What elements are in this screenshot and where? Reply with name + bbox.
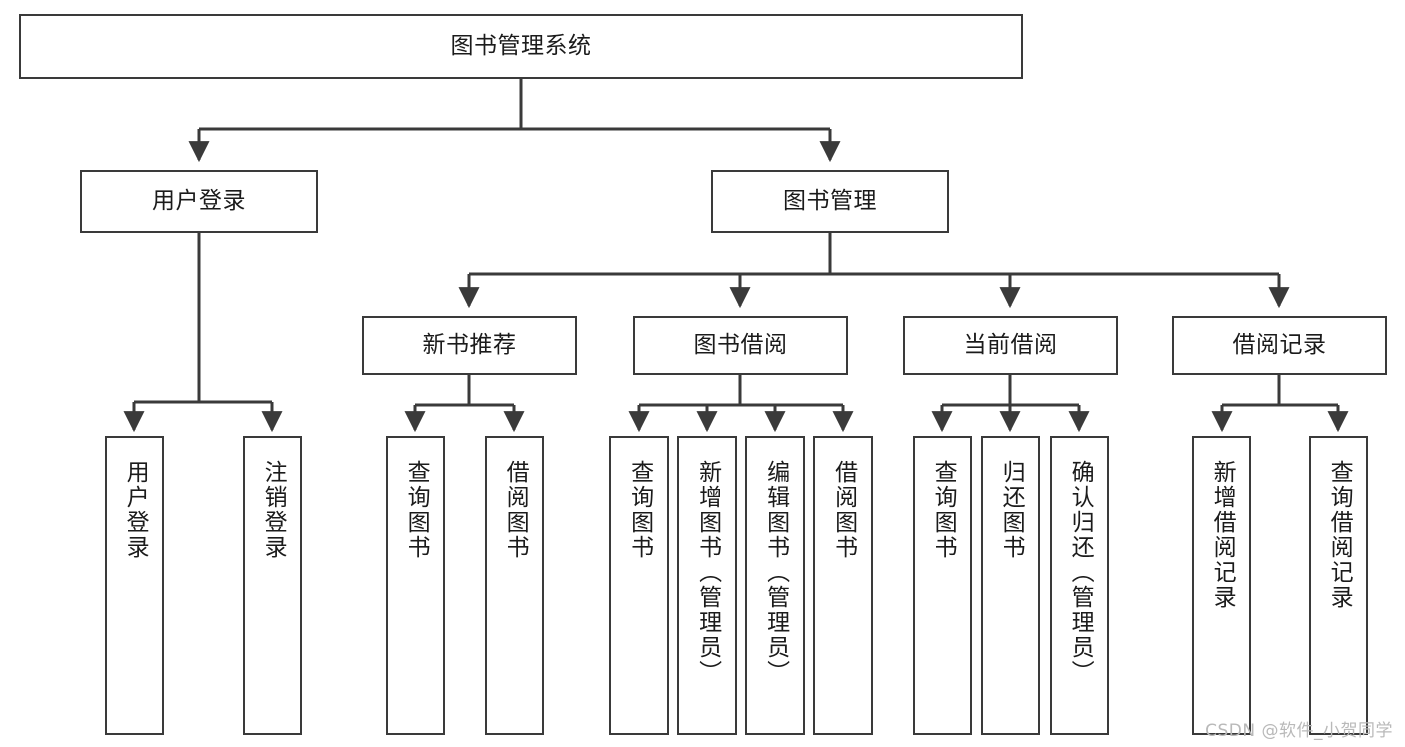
node-current-borrow[interactable]: 当前借阅 [903, 316, 1118, 375]
node-label: 当前借阅 [963, 332, 1058, 359]
leaf-current-borrow-query[interactable]: 查询图书 [913, 436, 972, 735]
node-label: 归还图书 [998, 460, 1025, 560]
leaf-user-login-logout[interactable]: 注销登录 [243, 436, 302, 735]
node-new-book-recommend[interactable]: 新书推荐 [362, 316, 577, 375]
leaf-book-borrow-query[interactable]: 查询图书 [609, 436, 669, 735]
node-label: 查询图书 [626, 460, 653, 560]
node-label: 确认归还（管理员） [1067, 460, 1094, 685]
leaf-new-book-query[interactable]: 查询图书 [386, 436, 445, 735]
node-label: 借阅图书 [502, 460, 529, 560]
node-label: 图书借阅 [693, 332, 788, 359]
node-label: 用户登录 [122, 460, 149, 560]
node-borrow-record[interactable]: 借阅记录 [1172, 316, 1387, 375]
node-label: 新增图书（管理员） [694, 460, 721, 685]
leaf-book-borrow-add[interactable]: 新增图书（管理员） [677, 436, 737, 735]
node-label: 新增借阅记录 [1209, 460, 1236, 610]
leaf-new-book-borrow[interactable]: 借阅图书 [485, 436, 544, 735]
node-label: 查询借阅记录 [1326, 460, 1353, 610]
node-label: 新书推荐 [422, 332, 517, 359]
node-label: 编辑图书（管理员） [762, 460, 789, 685]
node-label: 图书管理 [783, 188, 877, 215]
node-label: 借阅图书 [830, 460, 857, 560]
leaf-book-borrow-edit[interactable]: 编辑图书（管理员） [745, 436, 805, 735]
node-user-login[interactable]: 用户登录 [80, 170, 318, 233]
node-label: 注销登录 [260, 460, 287, 560]
node-label: 图书管理系统 [450, 33, 592, 60]
node-label: 用户登录 [152, 188, 246, 215]
leaf-borrow-record-query[interactable]: 查询借阅记录 [1309, 436, 1368, 735]
node-label: 查询图书 [403, 460, 430, 560]
leaf-book-borrow-borrow[interactable]: 借阅图书 [813, 436, 873, 735]
leaf-current-borrow-return[interactable]: 归还图书 [981, 436, 1040, 735]
leaf-user-login-login[interactable]: 用户登录 [105, 436, 164, 735]
node-root-book-management-system[interactable]: 图书管理系统 [19, 14, 1023, 79]
leaf-current-borrow-confirm-return[interactable]: 确认归还（管理员） [1050, 436, 1109, 735]
node-book-management[interactable]: 图书管理 [711, 170, 949, 233]
leaf-borrow-record-add[interactable]: 新增借阅记录 [1192, 436, 1251, 735]
node-label: 借阅记录 [1232, 332, 1327, 359]
node-label: 查询图书 [930, 460, 957, 560]
node-book-borrow[interactable]: 图书借阅 [633, 316, 848, 375]
watermark-text: CSDN @软件_小贺同学 [1205, 721, 1393, 741]
